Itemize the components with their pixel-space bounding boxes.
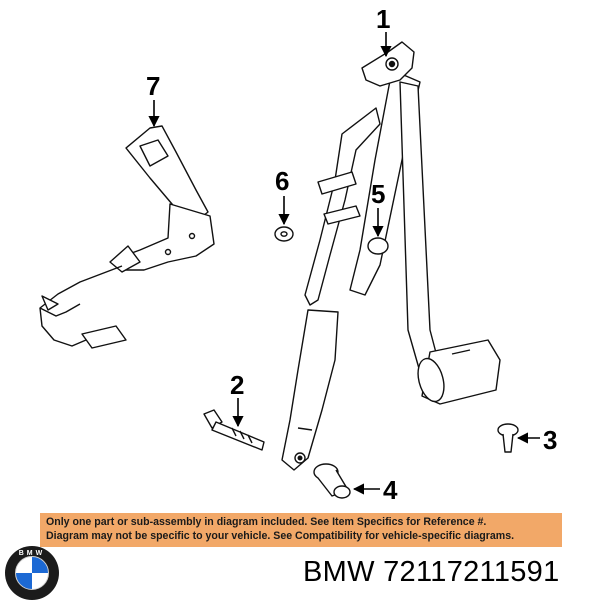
svg-text:BMW: BMW (19, 550, 46, 557)
disclaimer-line-1: Only one part or sub-assembly in diagram… (46, 516, 487, 528)
callout-number-6: 6 (275, 166, 290, 196)
callout-number-4: 4 (383, 475, 398, 505)
callout-number-7: 7 (146, 71, 161, 101)
disclaimer-banner: Only one part or sub-assembly in diagram… (40, 513, 562, 547)
seat-belt-parts-diagram (39, 32, 540, 499)
buckle-assembly-part (39, 125, 215, 349)
spacer-part (313, 463, 351, 499)
callout-number-5: 5 (371, 179, 386, 209)
callout-number-3: 3 (543, 425, 558, 455)
washer-part (274, 226, 294, 242)
callout-number-2: 2 (230, 370, 245, 400)
cap-part (367, 237, 389, 255)
part-number-label: BMW 72117211591 (303, 556, 560, 588)
callout-number-1: 1 (376, 4, 391, 34)
bolt-part (203, 409, 265, 451)
screw-part (497, 423, 519, 453)
bmw-roundel-icon: BMW (5, 546, 59, 600)
seat-belt-assembly-part (281, 41, 501, 471)
disclaimer-line-2: Diagram may not be specific to your vehi… (46, 529, 515, 542)
callout-arrows (148, 32, 540, 495)
